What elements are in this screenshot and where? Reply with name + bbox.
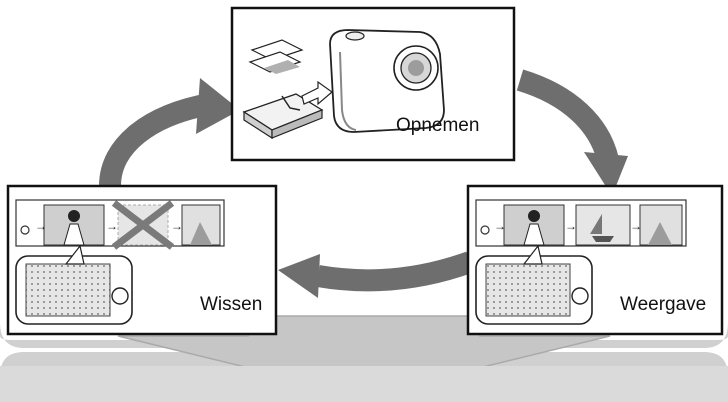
arrow-record-to-playback xyxy=(516,69,619,163)
svg-text:→: → xyxy=(171,219,183,233)
svg-text:→: → xyxy=(630,219,642,233)
sailboat-icon xyxy=(590,214,614,242)
playback-panel: → → → xyxy=(466,184,724,336)
camera-display-icon xyxy=(475,244,593,325)
arrow-delete-to-record xyxy=(99,93,213,187)
output-band xyxy=(0,315,728,402)
delete-label: Wissen xyxy=(200,294,263,315)
svg-text:→: → xyxy=(35,219,47,233)
filmstrip-icon: → → → xyxy=(15,199,225,250)
camera-display-icon xyxy=(15,244,133,325)
delete-x-icon xyxy=(111,200,175,250)
svg-text:→: → xyxy=(565,219,577,233)
person-icon xyxy=(63,210,85,246)
delete-panel: → → → xyxy=(6,184,278,336)
svg-text:→: → xyxy=(106,219,118,233)
filmstrip-icon: → → → xyxy=(475,199,687,247)
city-icon xyxy=(25,263,111,317)
arrow-playback-to-delete xyxy=(316,251,474,292)
memory-card-icon xyxy=(242,93,324,140)
svg-text:→: → xyxy=(494,219,506,233)
record-label: Opnemen xyxy=(396,115,480,136)
playback-label: Weergave xyxy=(620,294,707,315)
camera-icon xyxy=(329,29,445,133)
record-panel xyxy=(230,6,516,162)
photos-stack-icon xyxy=(248,39,304,74)
city-icon xyxy=(485,263,571,317)
